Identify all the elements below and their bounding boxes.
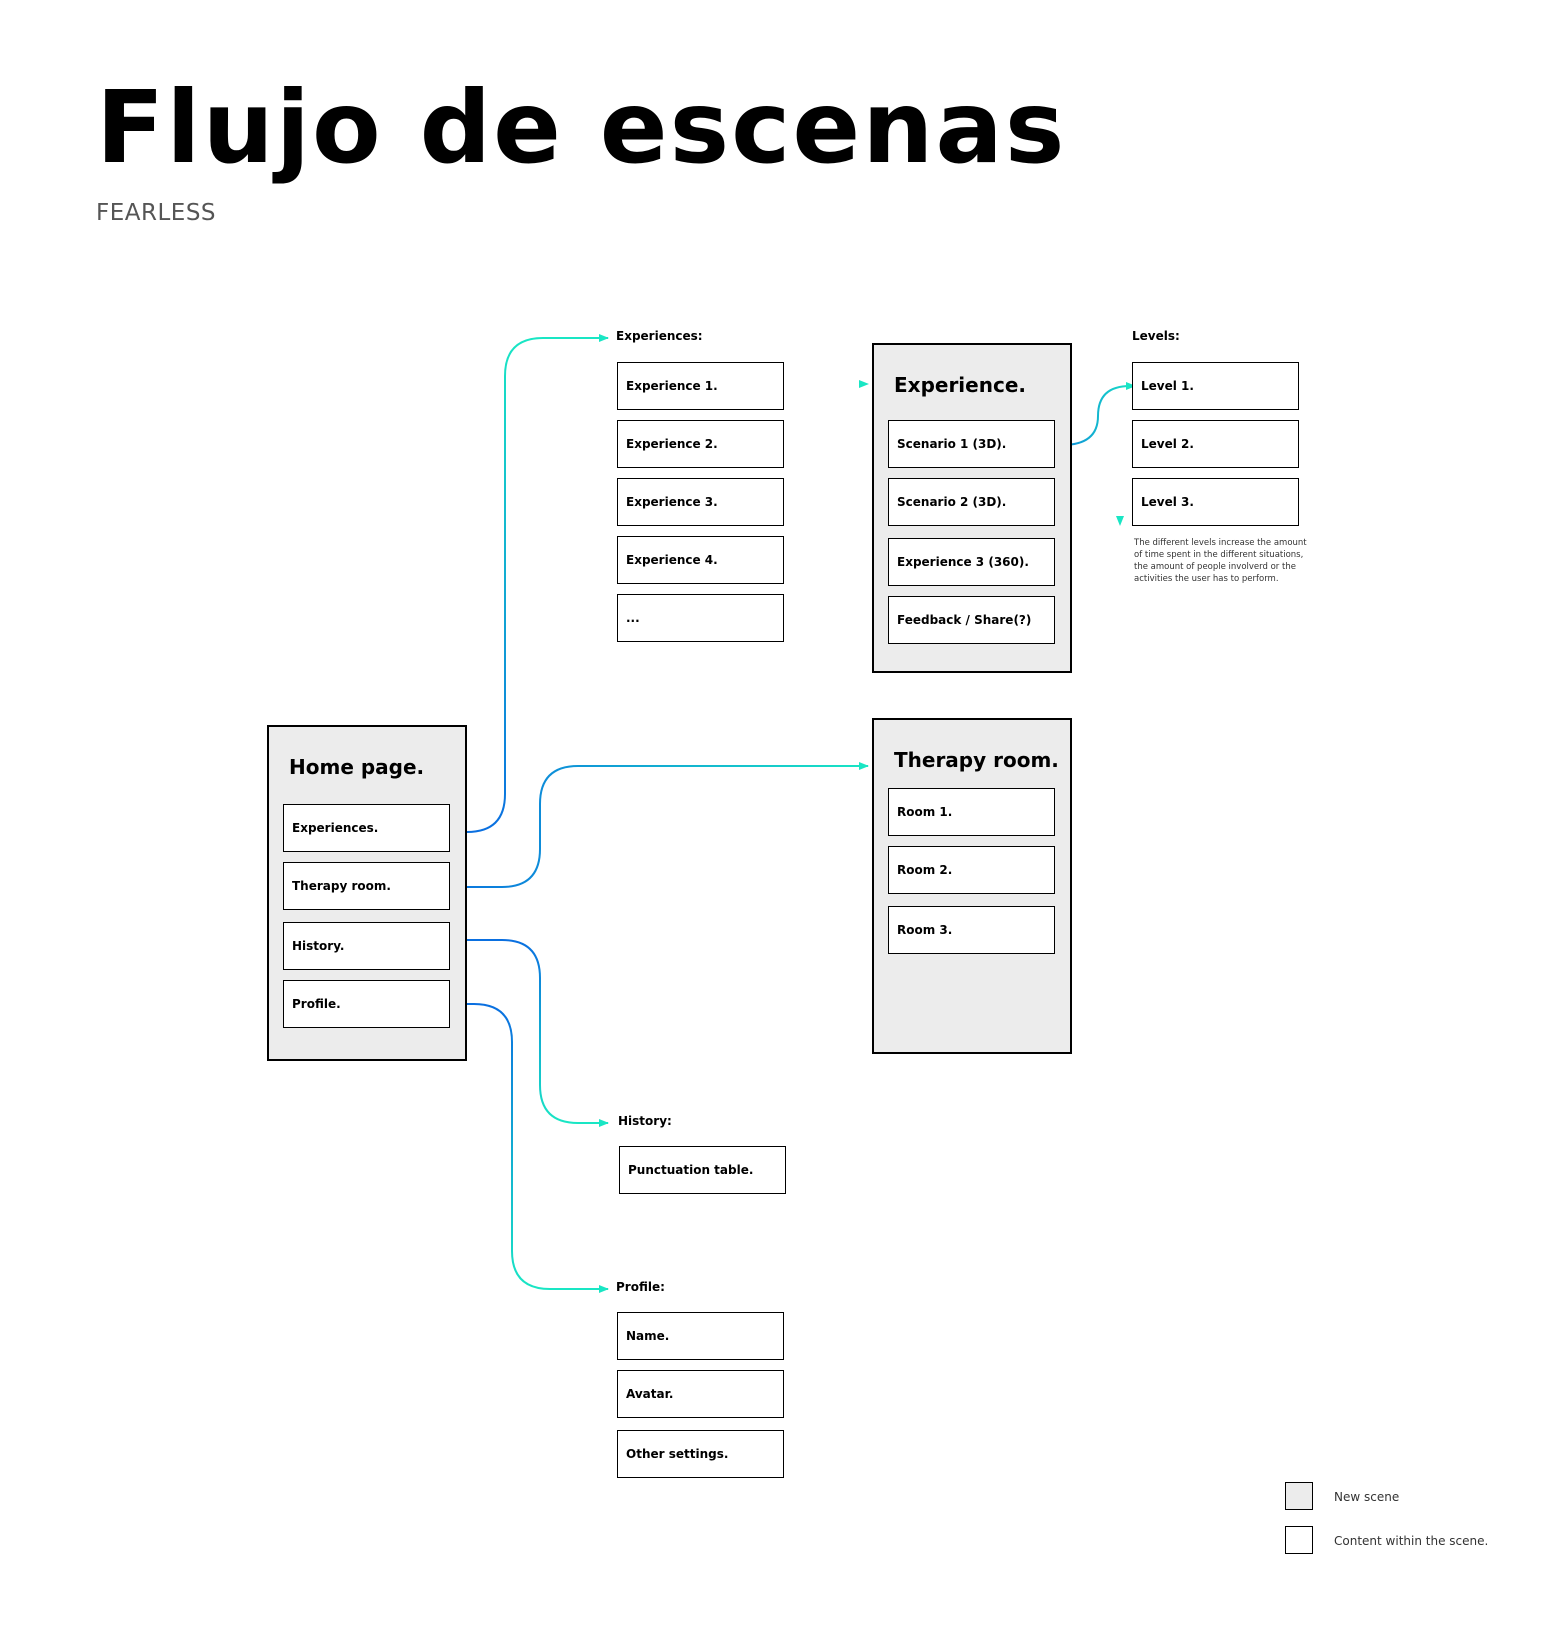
history-item[interactable]: Punctuation table.	[619, 1146, 786, 1194]
wire-home-history	[433, 939, 609, 1127]
page-subtitle: FEARLESS	[96, 200, 217, 226]
experience-item[interactable]: Experience 3.	[617, 478, 784, 526]
legend-content-swatch	[1285, 1526, 1313, 1554]
wire-scenario-level	[1041, 382, 1136, 446]
profile-item[interactable]: Other settings.	[617, 1430, 784, 1478]
level-item[interactable]: Level 1.	[1132, 362, 1299, 410]
room-item[interactable]: Room 2.	[888, 846, 1055, 894]
legend-new-scene-swatch	[1285, 1482, 1313, 1510]
level-item[interactable]: Level 2.	[1132, 420, 1299, 468]
home-item-history[interactable]: History.	[283, 922, 450, 970]
room-item[interactable]: Room 3.	[888, 906, 1055, 954]
home-item-experiences[interactable]: Experiences.	[283, 804, 450, 852]
wire-home-experiences	[433, 334, 609, 833]
home-item-profile[interactable]: Profile.	[283, 980, 450, 1028]
scenario-item[interactable]: Scenario 1 (3D).	[888, 420, 1055, 468]
wire-home-profile	[433, 1003, 609, 1293]
experience-item[interactable]: ...	[617, 594, 784, 642]
home-scene-title: Home page.	[289, 755, 425, 779]
home-item-therapy-room[interactable]: Therapy room.	[283, 862, 450, 910]
levels-label: Levels:	[1132, 329, 1180, 343]
scenario-item[interactable]: Feedback / Share(?)	[888, 596, 1055, 644]
scenario-item[interactable]: Experience 3 (360).	[888, 538, 1055, 586]
profile-item[interactable]: Name.	[617, 1312, 784, 1360]
wire-home-therapy	[433, 762, 869, 888]
legend-new-scene-label: New scene	[1334, 1490, 1400, 1504]
experience-item[interactable]: Experience 4.	[617, 536, 784, 584]
room-item[interactable]: Room 1.	[888, 788, 1055, 836]
history-label: History:	[618, 1114, 672, 1128]
therapy-scene-title: Therapy room.	[894, 748, 1059, 772]
profile-label: Profile:	[616, 1280, 665, 1294]
experience-item[interactable]: Experience 2.	[617, 420, 784, 468]
legend-content-label: Content within the scene.	[1334, 1534, 1489, 1548]
experiences-label: Experiences:	[616, 329, 703, 343]
experience-scene-title: Experience.	[894, 373, 1026, 397]
scenario-item[interactable]: Scenario 2 (3D).	[888, 478, 1055, 526]
page-title: Flujo de escenas	[96, 69, 1067, 186]
experience-item[interactable]: Experience 1.	[617, 362, 784, 410]
level-item[interactable]: Level 3.	[1132, 478, 1299, 526]
levels-note: The different levels increase the amount…	[1134, 538, 1307, 584]
profile-item[interactable]: Avatar.	[617, 1370, 784, 1418]
